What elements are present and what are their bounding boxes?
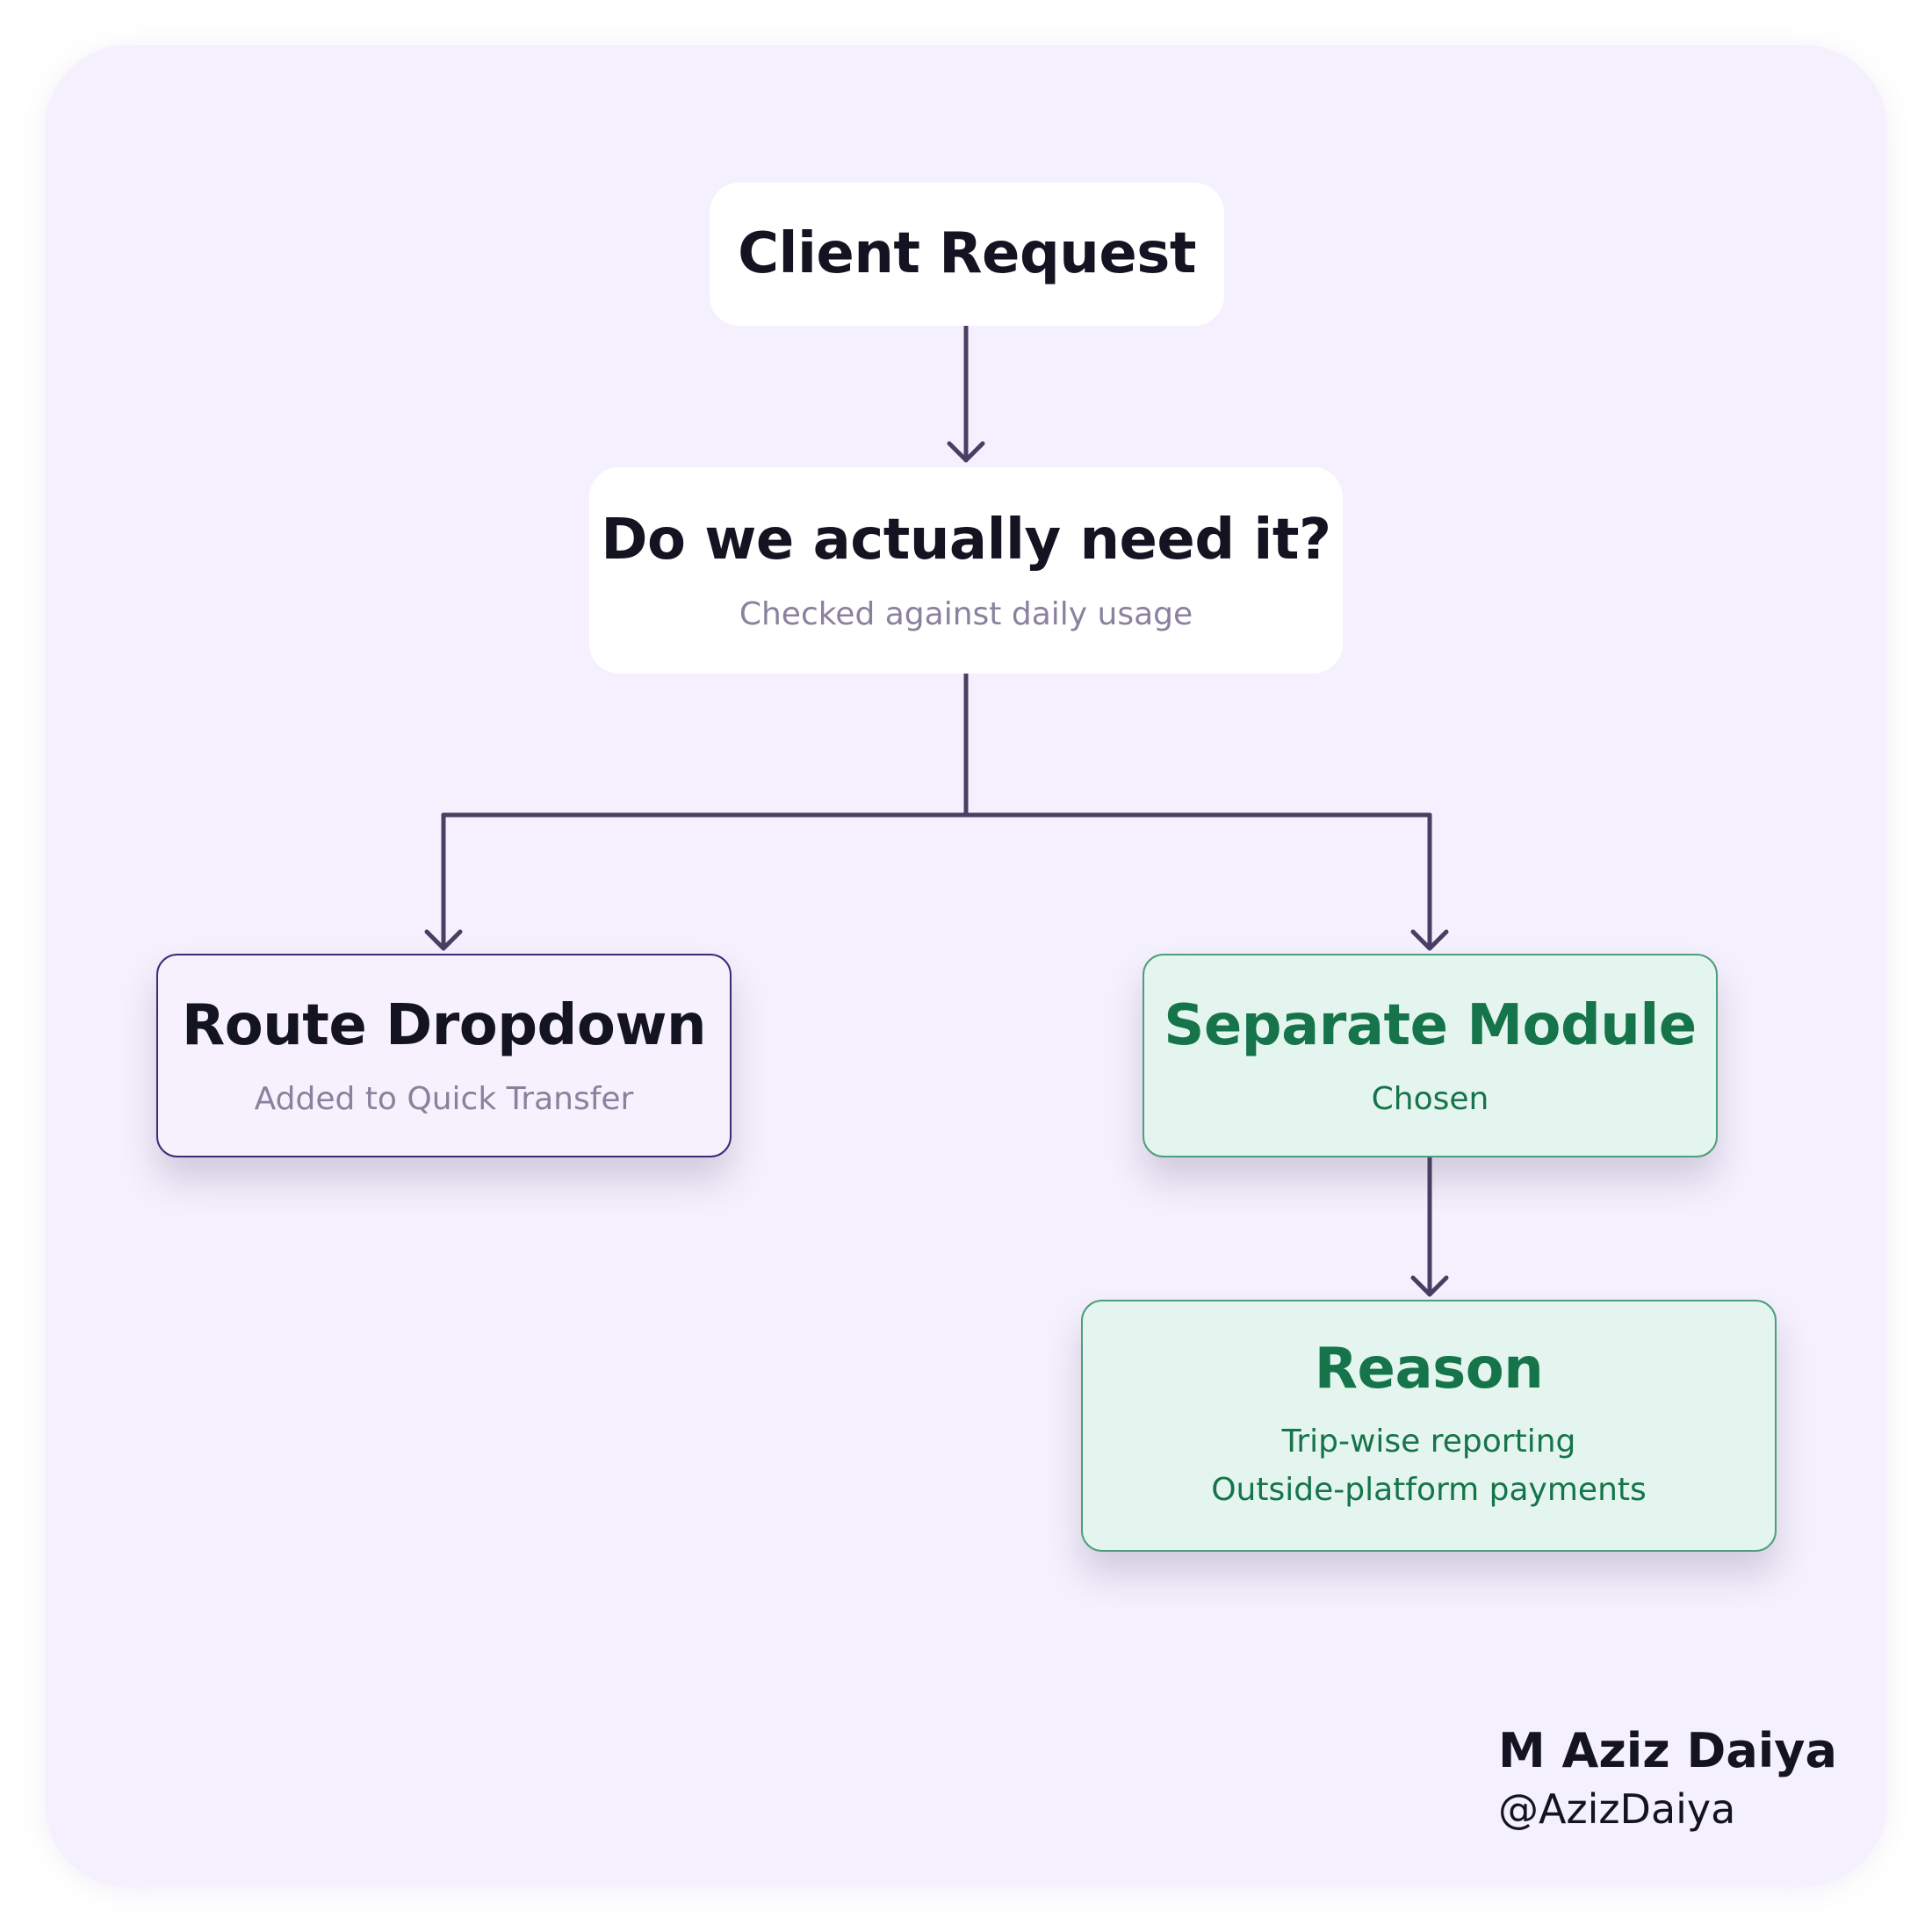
client-request-node: Client Request [710, 183, 1224, 326]
separate-module-node: Separate Module Chosen [1143, 954, 1718, 1157]
reason-title: Reason [1314, 1336, 1544, 1402]
author-handle: @AzizDaiya [1498, 1785, 1736, 1833]
route-dropdown-subtitle: Added to Quick Transfer [254, 1081, 634, 1118]
author-name: M Aziz Daiya [1498, 1723, 1837, 1778]
separate-module-title: Separate Module [1164, 992, 1697, 1058]
reason-item: Outside-platform payments [1211, 1472, 1647, 1509]
reason-item: Trip-wise reporting [1281, 1424, 1576, 1460]
route-dropdown-title: Route Dropdown [181, 992, 707, 1058]
route-dropdown-node: Route Dropdown Added to Quick Transfer [156, 954, 732, 1157]
need-check-subtitle: Checked against daily usage [739, 595, 1193, 632]
reason-node: Reason Trip-wise reporting Outside-platf… [1081, 1300, 1777, 1552]
reason-list: Trip-wise reporting Outside-platform pay… [1211, 1417, 1647, 1514]
client-request-title: Client Request [738, 220, 1196, 286]
need-check-title: Do we actually need it? [601, 508, 1331, 573]
need-check-node: Do we actually need it? Checked against … [589, 467, 1343, 674]
author-credit: M Aziz Daiya @AzizDaiya [1498, 1723, 1837, 1834]
separate-module-subtitle: Chosen [1371, 1081, 1489, 1118]
